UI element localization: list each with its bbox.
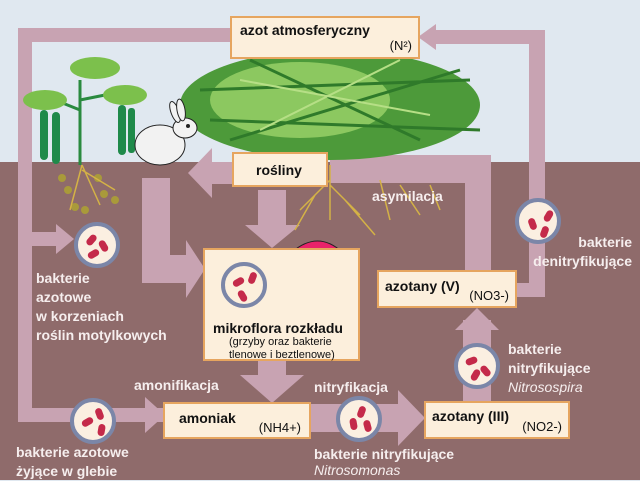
arrow-head-nitrate (455, 308, 499, 330)
rabbit-illustration (134, 98, 198, 166)
bacteria-nitrosospira-icon (454, 343, 500, 389)
arrow-assimilation-horizontal (330, 155, 491, 183)
grass-illustration (180, 50, 481, 160)
bacteria-decomposers-icon (221, 262, 267, 308)
bacteria-denitrifying-icon (515, 198, 561, 244)
legume-line-1: bakterie (36, 270, 90, 286)
box-ammonia: amoniak (NH4+) (163, 402, 311, 439)
atmospheric-label: azot atmosferyczny (240, 22, 370, 38)
ammonia-formula: (NH4+) (258, 420, 301, 435)
box-nitrate: azotany (V) (NO3-) (377, 270, 517, 308)
decomposers-sub1: (grzyby oraz bakterie (229, 336, 332, 348)
arrow-head-legume (56, 224, 74, 254)
nitrate-label: azotany (V) (385, 278, 460, 294)
nitrosomonas-bacteria-text: bakterie nitryfikujące (314, 446, 455, 462)
arrow-head-animals (188, 148, 212, 198)
nitrate-formula: (NO3-) (469, 288, 509, 303)
bacteria-legume-icon (74, 222, 120, 268)
atmospheric-formula: (N²) (389, 38, 412, 53)
box-decomposers: mikroflora rozkładu (grzyby oraz bakteri… (203, 248, 360, 361)
arrow-head-decomposers (186, 240, 205, 298)
nitrite-label: azotany (III) (432, 408, 510, 424)
label-assimilation: asymilacja (372, 188, 443, 204)
arrow-branch-legume (30, 232, 60, 246)
nitrospira-text: Nitrosospira (508, 379, 583, 395)
ammonia-label: amoniak (179, 410, 236, 426)
soil-line-1: bakterie azotowe (16, 444, 129, 460)
label-legume-bacteria: bakterie azotowe w korzeniach roślin mot… (36, 269, 167, 345)
label-nitrification: nitryfikacja (314, 379, 388, 395)
denitrifying-line-1: bakterie (578, 234, 632, 250)
decomposers-label: mikroflora rozkładu (213, 320, 343, 336)
nitrospira-line-1: bakterie (508, 341, 562, 357)
arrow-animals-right (142, 255, 192, 283)
label-ammonification: amonifikacja (134, 377, 219, 393)
nitrite-formula: (NO2-) (522, 419, 562, 434)
legume-line-2: azotowe (36, 289, 92, 305)
bean-plant-illustration (23, 57, 147, 214)
legume-line-4: roślin motylkowych (36, 327, 167, 343)
bacteria-nitrosomonas-icon (336, 396, 382, 442)
legume-line-3: w korzeniach (36, 308, 124, 324)
soil-line-2: żyjące w glebie (16, 463, 118, 479)
arrow-denitrify-top (432, 30, 545, 44)
denitrifying-line-2: denitryfikujące (533, 253, 632, 269)
arrow-head-n2 (418, 24, 436, 50)
box-nitrite: azotany (III) (NO2-) (424, 401, 570, 439)
label-soil-bacteria: bakterie azotowe żyjące w glebie (16, 443, 129, 481)
label-denitrifying: bakterie denitryfikujące (520, 233, 632, 271)
arrow-head-decomp-ammonia (240, 375, 304, 403)
arrow-left-top-segment (18, 28, 232, 42)
roots-illustration (294, 165, 441, 236)
arrow-plants-down (258, 190, 286, 230)
decomposers-sub2: tlenowe i beztlenowe) (229, 349, 335, 361)
label-nitrosospira-bacteria: bakterie nitryfikujące Nitrosospira (508, 340, 590, 397)
label-nitrosomonas-bacteria: bakterie nitryfikujące Nitrosomonas (314, 445, 454, 480)
nitrosomonas-text: Nitrosomonas (314, 462, 401, 478)
arrow-head-ammonia (145, 397, 165, 433)
box-plants: rośliny (232, 152, 328, 187)
arrow-head-nitrite (398, 390, 425, 446)
arrow-head-plants-decomp (245, 225, 300, 248)
box-atmospheric-nitrogen: azot atmosferyczny (N²) (230, 16, 420, 59)
nitrospira-line-2: nitryfikujące (508, 360, 591, 376)
bacteria-soil-icon (70, 398, 116, 444)
arrow-animals-down (142, 178, 170, 263)
plants-label: rośliny (256, 162, 302, 178)
arrow-left-vertical (18, 28, 32, 422)
